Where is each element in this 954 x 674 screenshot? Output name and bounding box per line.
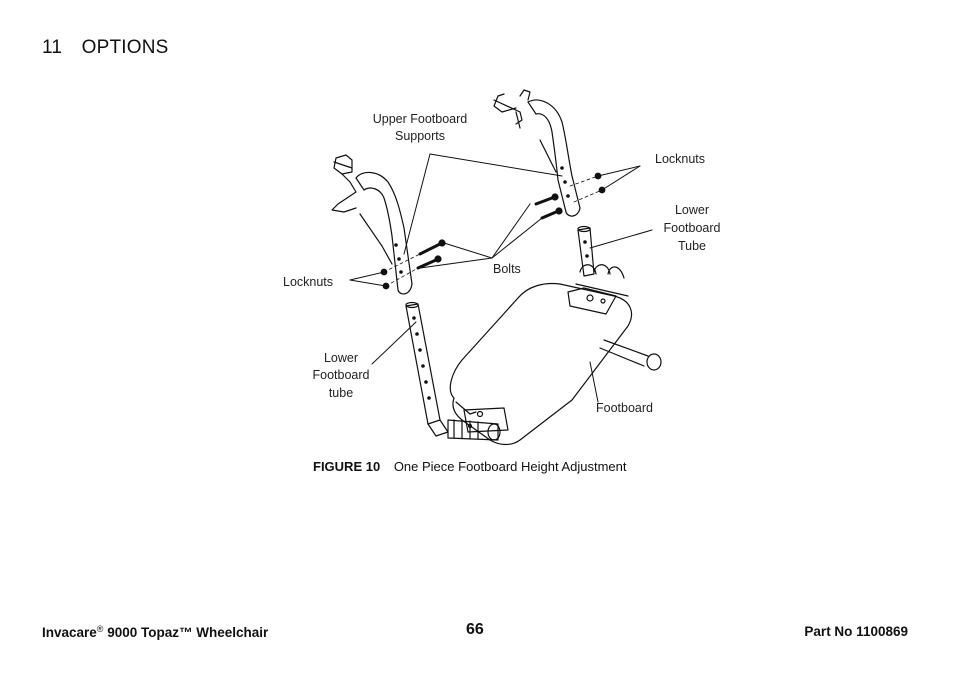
footer-model: 9000 Topaz (107, 625, 179, 640)
trademark-mark: ™ (178, 625, 193, 640)
section-number: 11 (42, 37, 63, 58)
footboard-plate (447, 264, 633, 446)
footer-brand: Invacare (42, 625, 97, 640)
label-lower-footboard-tube-left-line3: tube (329, 386, 353, 400)
right-lower-footboard-tube (577, 225, 595, 277)
label-lower-footboard-tube-left-line1: Lower (324, 351, 358, 365)
registered-mark: ® (96, 624, 104, 634)
label-footboard: Footboard (596, 401, 653, 415)
left-lower-footboard-tube (405, 301, 449, 437)
figure-caption-text: One Piece Footboard Height Adjustment (393, 459, 627, 474)
left-upper-footboard-support (331, 154, 413, 295)
footer-part-number: Part No 1100869 (804, 624, 908, 639)
label-locknuts-right: Locknuts (655, 152, 705, 166)
page-number: 66 (466, 621, 484, 638)
label-upper-footboard-supports-line1: Upper Footboard (373, 112, 468, 126)
label-bolts: Bolts (493, 262, 521, 276)
label-lower-footboard-tube-right-line2: Footboard (664, 221, 721, 235)
section-title: OPTIONS (81, 37, 169, 58)
label-lower-footboard-tube-right-line3: Tube (678, 239, 706, 253)
figure-caption: FIGURE 10 One Piece Footboard Height Adj… (313, 459, 627, 474)
footer-product: Wheelchair (196, 625, 269, 640)
label-upper-footboard-supports-line2: Supports (395, 129, 445, 143)
section-heading: 11 OPTIONS (42, 37, 169, 59)
label-lower-footboard-tube-right-line1: Lower (675, 203, 709, 217)
bolts (416, 193, 563, 270)
figure-caption-label: FIGURE 10 (313, 459, 381, 474)
right-upper-footboard-support (493, 89, 581, 217)
cross-bar (599, 339, 662, 371)
label-lower-footboard-tube-left-line2: Footboard (313, 368, 370, 382)
footer-product-name: Invacare® 9000 Topaz™ Wheelchair (42, 624, 268, 640)
label-locknuts-left: Locknuts (283, 275, 333, 289)
